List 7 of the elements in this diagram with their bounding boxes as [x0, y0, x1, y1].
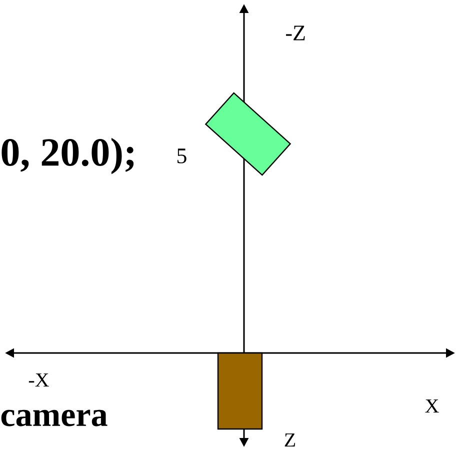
- axis-label: Z: [284, 433, 296, 447]
- axis-label: -X: [28, 373, 49, 387]
- axis-label: X: [425, 399, 439, 413]
- axis-label: 0, 20.0);: [2, 138, 134, 174]
- box: [217, 352, 263, 430]
- axis-label: camera: [1, 410, 108, 426]
- axis-label: -Z: [286, 26, 305, 40]
